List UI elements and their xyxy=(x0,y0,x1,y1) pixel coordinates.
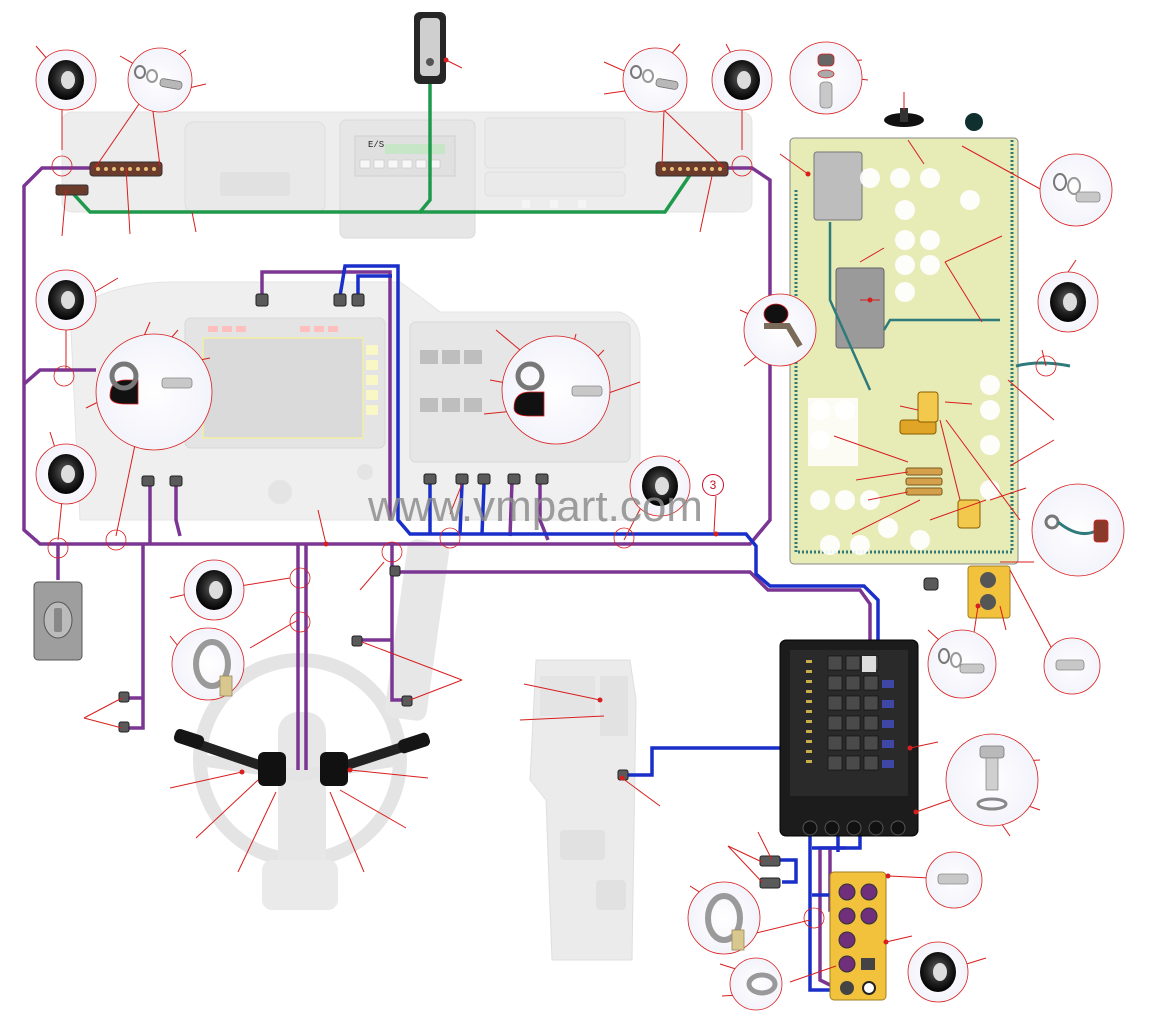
side-console xyxy=(529,659,637,961)
display-label: E/S xyxy=(368,140,385,150)
steering-column xyxy=(193,539,450,910)
turn-signal-switch-left xyxy=(173,729,286,786)
junction-markers xyxy=(47,155,1057,929)
wiper-switch-right xyxy=(320,732,431,786)
green-harness xyxy=(66,84,692,214)
upper-dashboard xyxy=(61,111,753,239)
dome-light xyxy=(414,12,446,84)
ground-strap-callout xyxy=(1031,483,1125,577)
electrical-panel xyxy=(789,137,1071,619)
cable-tie-callout xyxy=(171,627,761,955)
pressure-gauge-knob xyxy=(884,108,983,131)
ignition-switch xyxy=(33,581,83,661)
watermark: www.vmpart.com xyxy=(368,482,703,531)
clamp-callout xyxy=(95,293,817,451)
callout-number: 3 xyxy=(702,474,724,496)
yellow-connector-block xyxy=(829,871,887,1001)
terminal-strip-right xyxy=(655,161,729,177)
grommet-callout xyxy=(35,49,1099,1003)
screw-washer-callout xyxy=(127,41,1113,1011)
purple-harness xyxy=(22,166,872,992)
fuse-relay-controller xyxy=(779,639,919,837)
detail-bubbles xyxy=(35,41,1125,1011)
